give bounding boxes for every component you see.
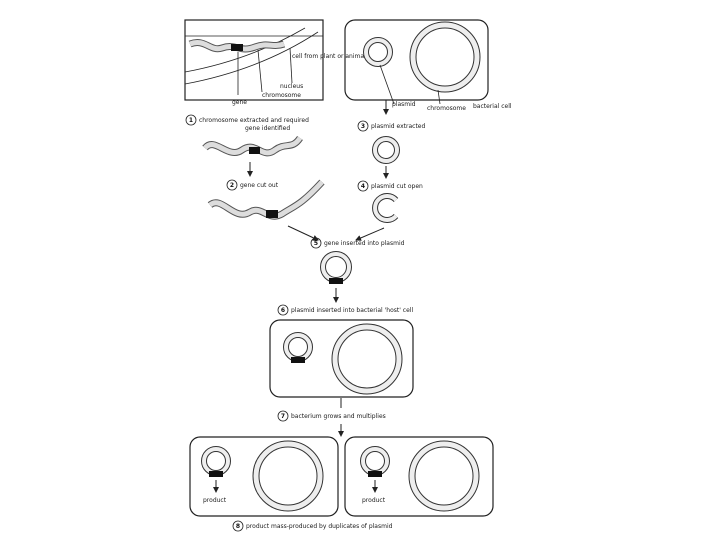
step-4-label: plasmid cut open <box>371 183 423 190</box>
bacterial-cell-panel: plasmid chromosome bacterial cell <box>344 19 512 112</box>
chromosome-bact-label: chromosome <box>427 105 466 112</box>
svg-text:4: 4 <box>361 183 365 190</box>
step-3-label: plasmid extracted <box>371 123 425 130</box>
gene-segment <box>266 210 278 218</box>
bacterial-cell-frame <box>344 19 489 101</box>
nucleus-membrane-outer <box>184 31 319 85</box>
plasmid-label: plasmid <box>392 101 416 108</box>
daughter-cell-left: product <box>189 436 339 517</box>
inserted-gene <box>209 471 223 477</box>
step-7-badge <box>277 410 289 422</box>
gene-cut-out <box>207 179 325 220</box>
plant-cell-frame <box>184 19 324 101</box>
bacterial-cell-label: bacterial cell <box>473 103 512 110</box>
step-3: 3 plasmid extracted <box>357 120 425 132</box>
step-3-badge <box>357 120 369 132</box>
nucleus-label: nucleus <box>280 83 303 90</box>
product-label-left: product <box>203 497 227 504</box>
gene-segment <box>249 147 260 154</box>
nucleus-membrane <box>184 27 306 73</box>
step-6-label: plasmid inserted into bacterial 'host' c… <box>291 307 413 314</box>
plant-animal-cell-panel: cell from plant or animal nucleus chromo… <box>184 19 366 106</box>
inserted-gene <box>291 357 305 363</box>
chromosome-top-label: chromosome <box>262 92 301 99</box>
svg-text:8: 8 <box>236 523 240 530</box>
host-cell-frame <box>269 319 414 398</box>
svg-text:2: 2 <box>230 182 234 189</box>
step-5: 5 gene inserted into plasmid <box>310 237 405 249</box>
step-6: 6 plasmid inserted into bacterial 'host'… <box>277 304 413 316</box>
svg-text:1: 1 <box>189 117 193 124</box>
daughter-cell-frame <box>189 436 339 517</box>
step-8-badge <box>232 520 244 532</box>
gene-segment <box>231 44 243 51</box>
step-5-badge <box>310 237 322 249</box>
step-8: 8 product mass-produced by duplicates of… <box>232 520 393 532</box>
daughter-cell-frame <box>344 436 494 517</box>
host-cell-panel <box>269 319 414 398</box>
svg-text:3: 3 <box>361 123 365 130</box>
chromosome-extracted <box>202 135 303 157</box>
step-6-badge <box>277 304 289 316</box>
inserted-gene <box>329 278 343 284</box>
inserted-gene <box>368 471 382 477</box>
recombinant-plasmid <box>320 251 352 284</box>
daughter-cell-right: product <box>344 436 494 517</box>
svg-text:6: 6 <box>281 307 285 314</box>
gene-top-label: gene <box>232 99 247 106</box>
step-1: 1 chromosome extracted and required gene… <box>185 114 309 132</box>
step-5-label: gene inserted into plasmid <box>324 240 405 247</box>
step-1-label: chromosome extracted and required <box>199 117 309 124</box>
step-8-label: product mass-produced by duplicates of p… <box>246 523 393 530</box>
step-2-badge <box>226 179 238 191</box>
cell-from-label: cell from plant or animal <box>292 53 366 60</box>
product-label-right: product <box>362 497 386 504</box>
svg-text:7: 7 <box>281 413 285 420</box>
step-7: 7 bacterium grows and multiplies <box>277 410 386 422</box>
gene-identified-label: gene identified <box>245 125 290 132</box>
svg-text:5: 5 <box>314 240 318 247</box>
step-4-badge <box>357 180 369 192</box>
step-2-label: gene cut out <box>240 182 279 189</box>
step-2: 2 gene cut out <box>226 179 279 191</box>
step-4: 4 plasmid cut open <box>357 180 423 192</box>
step-7-label: bacterium grows and multiplies <box>291 413 386 420</box>
step-1-badge <box>185 114 197 126</box>
